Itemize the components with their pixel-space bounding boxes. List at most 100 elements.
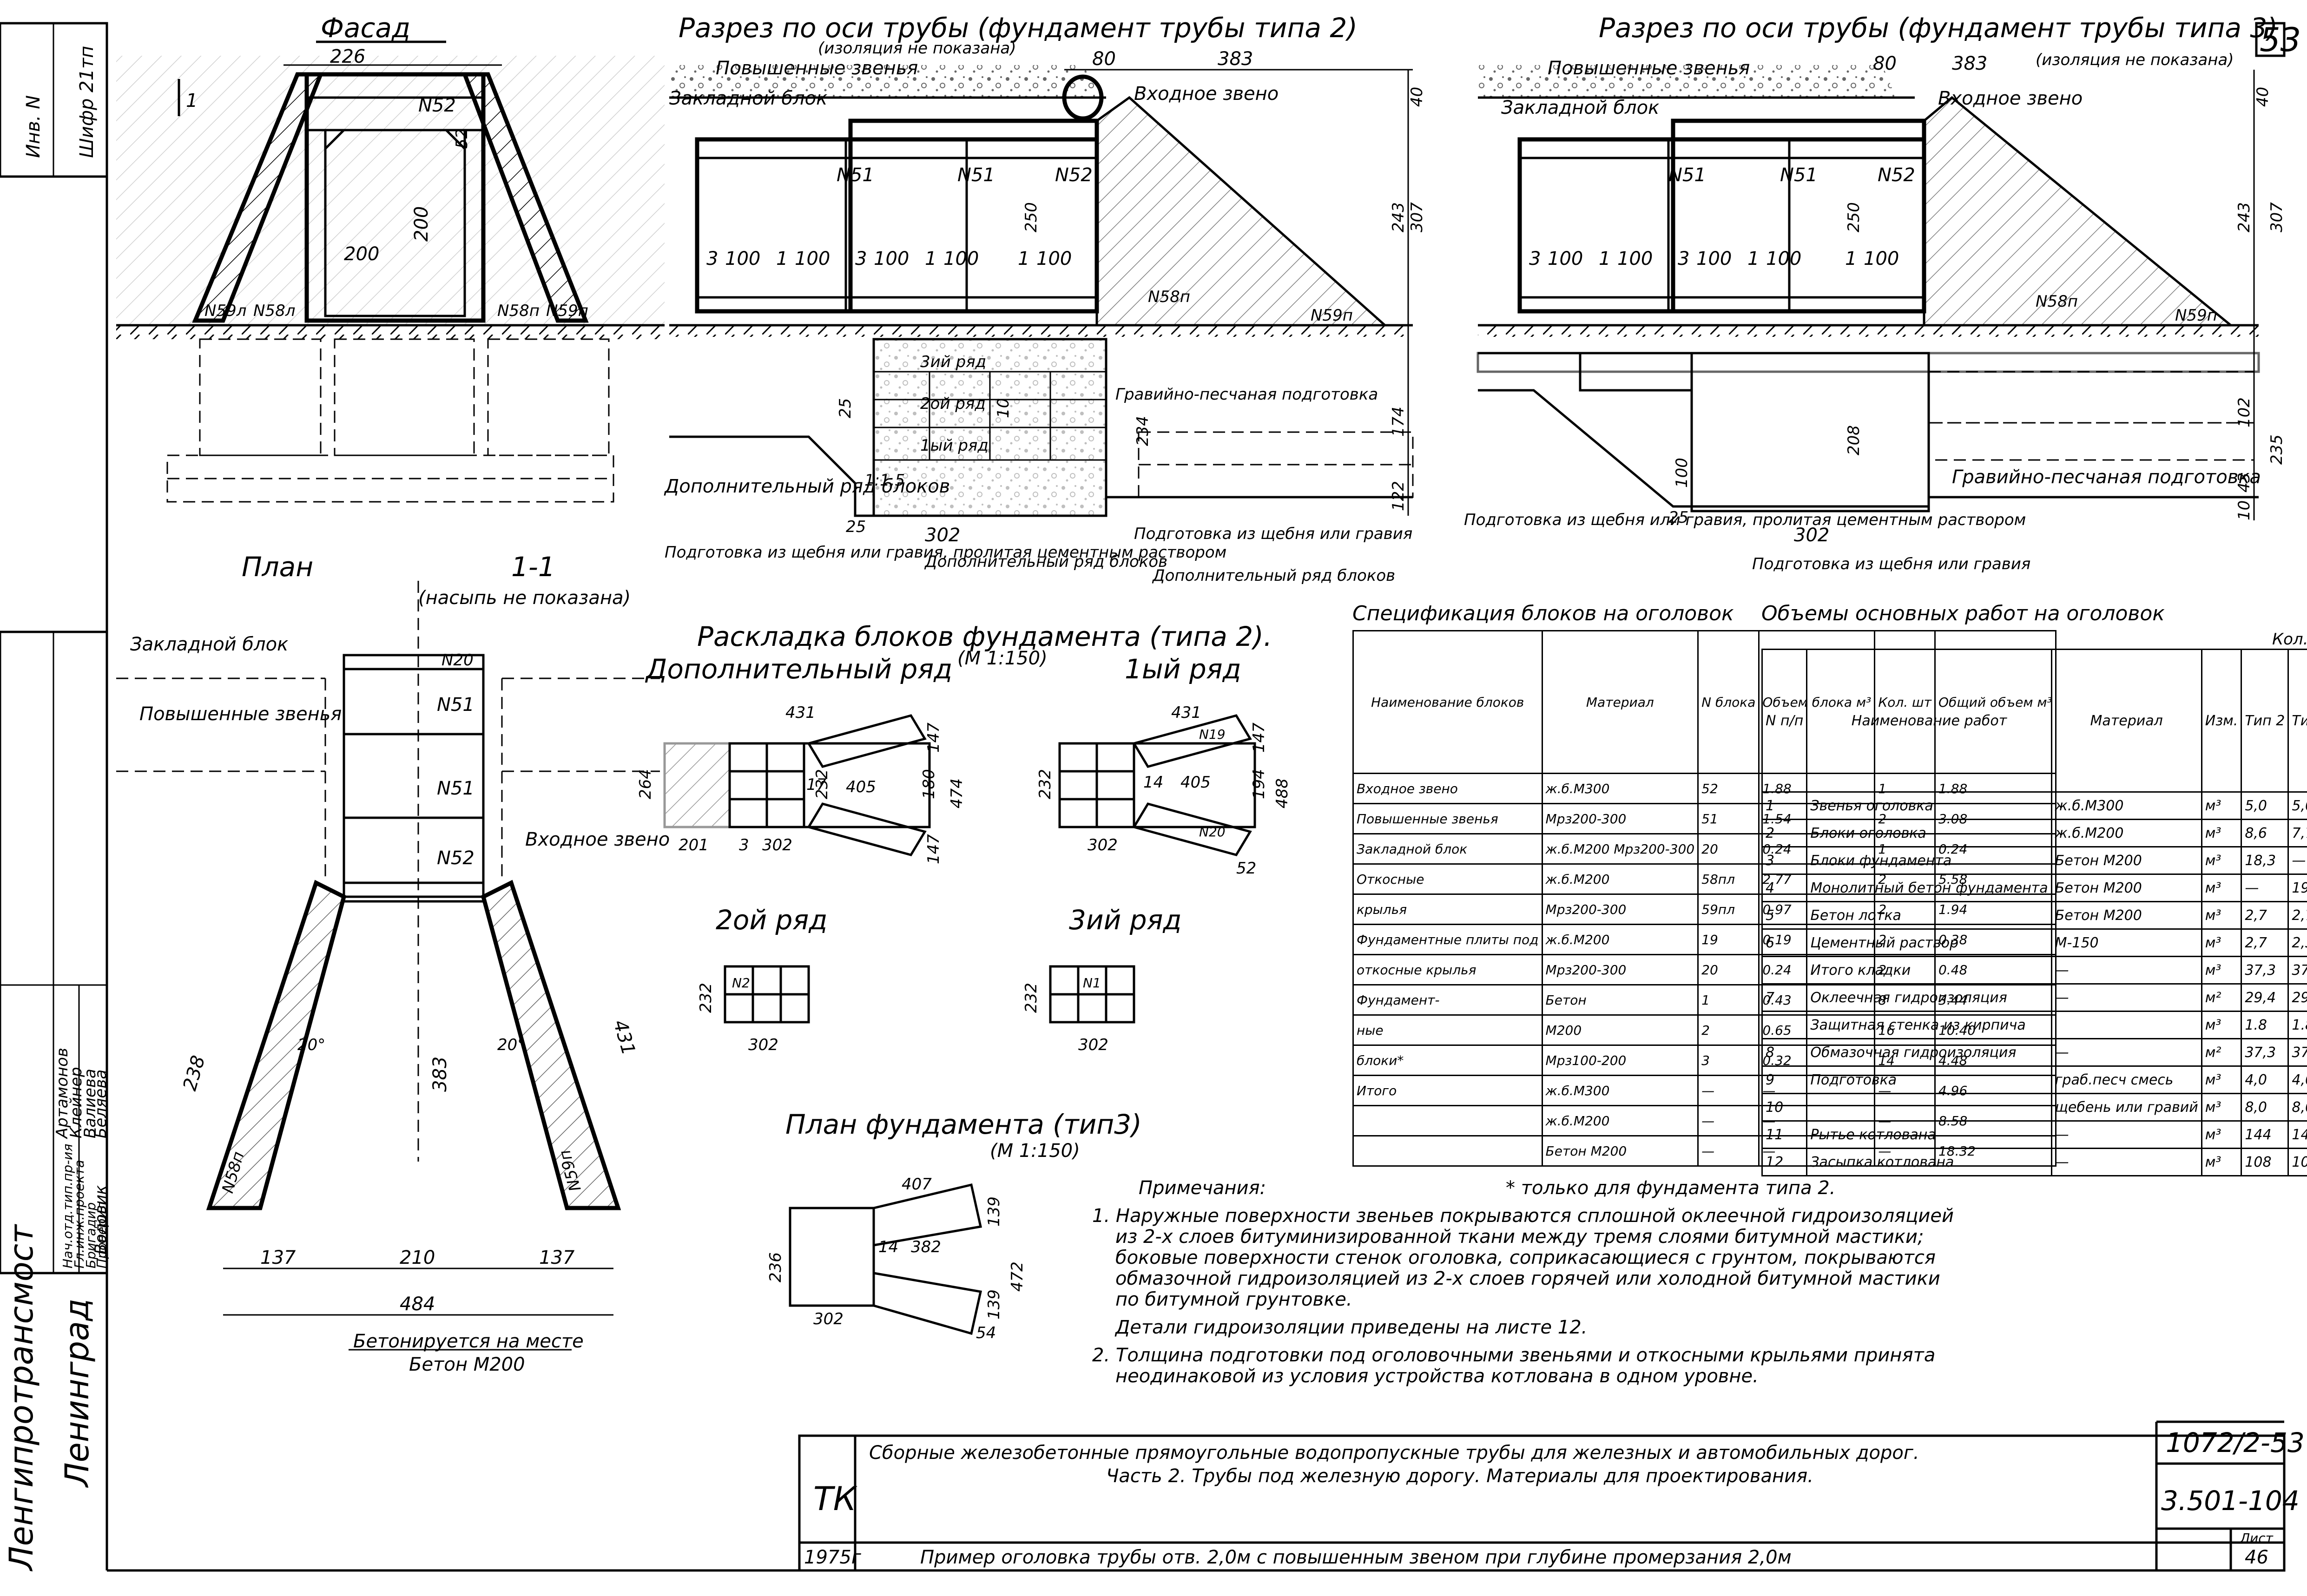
spec-cell: Итого bbox=[1353, 1076, 1542, 1106]
svg-text:3ий ряд: 3ий ряд bbox=[920, 353, 986, 371]
svg-text:(изоляция не показана): (изоляция не показана) bbox=[818, 39, 1016, 58]
spec-cell: ж.б.М200 bbox=[1542, 1106, 1698, 1136]
svg-text:139: 139 bbox=[985, 1289, 1003, 1320]
works-cell: Бетон М200 bbox=[2051, 874, 2202, 902]
works-cell: 11 bbox=[1762, 1121, 1807, 1149]
svg-text:243: 243 bbox=[2235, 202, 2254, 232]
svg-text:302: 302 bbox=[1088, 836, 1118, 854]
works-cell: м³ bbox=[2202, 957, 2241, 984]
svg-text:147: 147 bbox=[924, 722, 943, 753]
spec-cell: 20 bbox=[1698, 955, 1759, 985]
svg-text:Дополнительный ряд блоков: Дополнительный ряд блоков bbox=[1152, 566, 1395, 585]
works-cell: 144 bbox=[2241, 1121, 2288, 1149]
svg-text:Входное звено: Входное звено bbox=[1938, 88, 2083, 109]
svg-text:484: 484 bbox=[400, 1294, 435, 1315]
works-cell: м² bbox=[2202, 984, 2241, 1011]
svg-text:3.501-104: 3.501-104 bbox=[2161, 1485, 2300, 1517]
inv-label: Инв. N bbox=[23, 95, 44, 158]
works-cell: Звенья оголовка bbox=[1807, 792, 2051, 820]
spec-cell: М200 bbox=[1542, 1015, 1698, 1045]
spec-cell: 1 bbox=[1698, 985, 1759, 1015]
svg-text:431: 431 bbox=[1171, 703, 1201, 722]
works-cell: 5,0 bbox=[2241, 792, 2288, 820]
works-cell: м³ bbox=[2202, 874, 2241, 902]
plan-view: План 1-1 (насыпь не показана) Закладной … bbox=[116, 551, 670, 1375]
svg-text:3: 3 bbox=[855, 248, 867, 269]
svg-text:2ой ряд: 2ой ряд bbox=[920, 394, 986, 413]
spec-cell: 20 bbox=[1698, 834, 1759, 864]
svg-text:208: 208 bbox=[1845, 425, 1863, 455]
works-cell: Рытье котлована bbox=[1807, 1121, 2051, 1149]
svg-text:137: 137 bbox=[260, 1247, 296, 1268]
svg-text:N1: N1 bbox=[1083, 975, 1101, 991]
svg-text:236: 236 bbox=[766, 1252, 785, 1282]
svg-text:N51: N51 bbox=[437, 778, 475, 799]
plan-title: План bbox=[242, 551, 313, 583]
svg-text:1975г: 1975г bbox=[804, 1547, 862, 1568]
spec-header-cell: Материал bbox=[1542, 631, 1698, 774]
spec-cell: ж.б.М300 bbox=[1542, 1076, 1698, 1106]
works-qty-caption: Кол. bbox=[1761, 630, 2307, 649]
works-cell: — bbox=[2241, 874, 2288, 902]
works-cell: 143 bbox=[2288, 1121, 2307, 1149]
works-cell: 12 bbox=[1762, 1149, 1807, 1176]
svg-text:46: 46 bbox=[2245, 1547, 2268, 1568]
works-header-cell: Тип 3 bbox=[2288, 650, 2307, 792]
svg-text:Повышенные звенья: Повышенные звенья bbox=[139, 703, 342, 725]
svg-text:Подготовка из щебня или гравия: Подготовка из щебня или гравия bbox=[1134, 525, 1412, 543]
svg-text:Часть 2. Трубы под железную до: Часть 2. Трубы под железную дорогу. Мате… bbox=[1106, 1465, 1813, 1487]
svg-text:1. Наружные поверхности звенье: 1. Наружные поверхности звеньев покрываю… bbox=[1092, 1205, 1954, 1227]
svg-text:200: 200 bbox=[344, 243, 379, 265]
spec-cell: ж.б.М300 bbox=[1542, 774, 1698, 804]
works-cell: М-150 bbox=[2051, 929, 2202, 957]
spec-cell: ные bbox=[1353, 1015, 1542, 1045]
svg-text:405: 405 bbox=[846, 778, 876, 796]
works-cell: Монолитный бетон фундамента bbox=[1807, 874, 2051, 902]
works-cell: 5,0 bbox=[2288, 792, 2307, 820]
works-cell: Засыпка котлована bbox=[1807, 1149, 2051, 1176]
works-cell: м³ bbox=[2202, 820, 2241, 847]
works-cell: м³ bbox=[2202, 1011, 2241, 1039]
works-cell: щебень или гравий bbox=[2051, 1094, 2202, 1121]
spec-cell: — bbox=[1698, 1136, 1759, 1166]
works-cell: 6 bbox=[1762, 929, 1807, 957]
svg-text:25: 25 bbox=[846, 518, 866, 536]
spec-cell bbox=[1353, 1136, 1542, 1166]
works-cell: м² bbox=[2202, 1039, 2241, 1066]
works-cell: 8,0 bbox=[2288, 1094, 2307, 1121]
svg-text:Гравийно-песчаная подготовка: Гравийно-песчаная подготовка bbox=[1115, 385, 1378, 404]
svg-text:40: 40 bbox=[2254, 87, 2272, 107]
svg-text:100: 100 bbox=[1036, 248, 1072, 269]
svg-text:40: 40 bbox=[1408, 87, 1426, 107]
svg-text:2. Толщина подготовки под огол: 2. Толщина подготовки под оголовочными з… bbox=[1092, 1345, 1935, 1366]
svg-text:100: 100 bbox=[1673, 458, 1691, 488]
svg-text:Примечания:: Примечания: bbox=[1139, 1177, 1266, 1199]
svg-text:N52: N52 bbox=[1878, 164, 1915, 186]
works-cell: Бетон лотка bbox=[1807, 902, 2051, 929]
shifr-label: Шифр 21тп bbox=[76, 46, 98, 158]
svg-text:1: 1 bbox=[925, 248, 936, 269]
org-city: Ленинград bbox=[58, 1299, 96, 1488]
svg-text:N2: N2 bbox=[732, 975, 750, 991]
works-cell: 4,0 bbox=[2288, 1066, 2307, 1094]
spec-cell: 51 bbox=[1698, 804, 1759, 834]
works-header-cell: N п/п bbox=[1762, 650, 1807, 792]
spec-cell: Мрз200-300 bbox=[1542, 804, 1698, 834]
works-cell: Бетон М200 bbox=[2051, 902, 2202, 929]
svg-text:Закладной блок: Закладной блок bbox=[669, 88, 827, 109]
spec-cell: ж.б.М200 bbox=[1542, 925, 1698, 955]
section-type3: Разрез по оси трубы (фундамент трубы тип… bbox=[1464, 12, 2286, 573]
notes: Примечания: 1. Наружные поверхности звен… bbox=[1092, 1177, 1954, 1387]
svg-text:383: 383 bbox=[429, 1057, 451, 1092]
svg-text:472: 472 bbox=[1008, 1261, 1027, 1292]
svg-text:405: 405 bbox=[1180, 773, 1211, 792]
works-cell: Бетон М200 bbox=[2051, 847, 2202, 874]
svg-text:52: 52 bbox=[453, 129, 471, 149]
works-cell: 37,3 bbox=[2241, 1039, 2288, 1066]
works-cell: 8 bbox=[1762, 1039, 1807, 1066]
svg-text:302: 302 bbox=[748, 1036, 778, 1054]
spec-cell: 58пл bbox=[1698, 864, 1759, 894]
